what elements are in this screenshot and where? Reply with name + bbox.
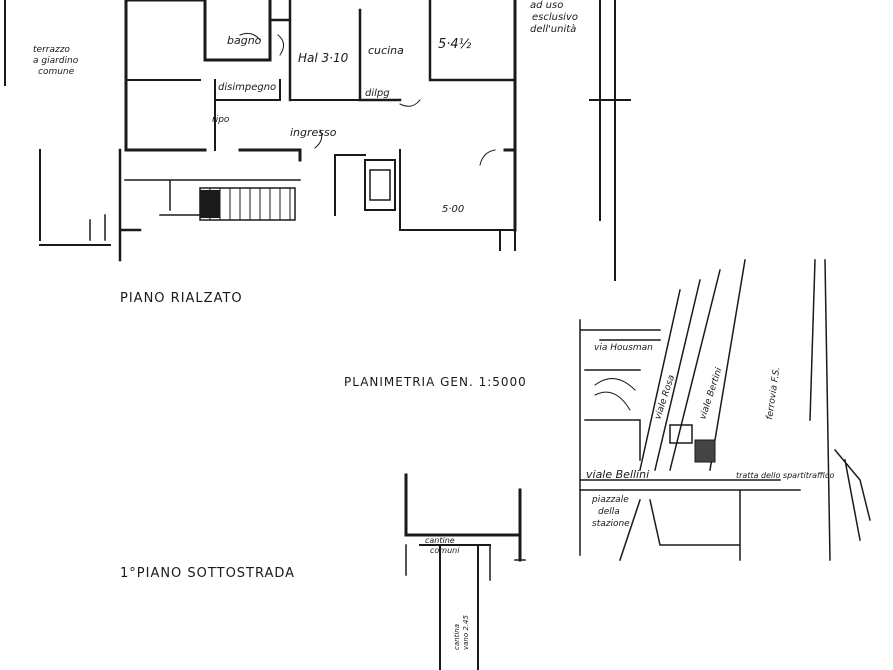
ground-floor-plan <box>4 0 631 281</box>
site-plan-heading: PLANIMETRIA GEN. 1:5000 <box>344 375 527 389</box>
svg-text:a giardino: a giardino <box>33 56 79 66</box>
street-rail: ferrovia F.S. <box>765 366 782 420</box>
site-plan-map <box>579 259 871 561</box>
svg-text:cantina: cantina <box>453 624 461 650</box>
svg-text:della: della <box>598 507 620 517</box>
room-label-small: ripo <box>212 115 230 125</box>
street-viale-diag1: viale Rosa <box>653 374 677 421</box>
svg-text:cantine: cantine <box>425 536 455 545</box>
street-viale-main: viale Bellini <box>586 468 649 481</box>
bottom-dimension: 5·00 <box>442 204 464 215</box>
room-label-kitchen: cucina <box>368 44 404 57</box>
room-label-storage: dilpg <box>365 88 390 99</box>
svg-text:piazzale: piazzale <box>591 495 629 505</box>
stair <box>199 187 296 221</box>
svg-text:dell'unità: dell'unità <box>530 23 576 35</box>
room-label-living: Hal 3·10 <box>298 51 349 65</box>
room-label-hallway: disimpegno <box>218 82 276 93</box>
basement-common-label: cantine comuni <box>425 536 460 555</box>
street-via-top: via Housman <box>594 343 653 353</box>
svg-text:comune: comune <box>38 67 75 77</box>
basement-cellar-label: cantina vano 2.45 <box>453 614 470 650</box>
street-viale-diag2: viale Bertini <box>698 366 724 421</box>
ground-floor-heading: PIANO RIALZATO <box>120 291 243 306</box>
basement-plan <box>404 473 526 670</box>
svg-text:vano 2.45: vano 2.45 <box>462 614 470 650</box>
svg-text:stazione: stazione <box>592 519 630 529</box>
room-label-bathroom: bagno <box>227 34 262 47</box>
station-square-label: piazzale della stazione <box>591 495 630 529</box>
kitchen-dimension: 5·4½ <box>438 37 472 52</box>
svg-text:comuni: comuni <box>430 546 460 555</box>
exclusive-use-note: ad uso esclusivo dell'unità <box>530 0 578 35</box>
svg-text:esclusivo: esclusivo <box>532 12 578 23</box>
svg-text:ad uso: ad uso <box>530 0 563 11</box>
terrace-note: terrazzo a giardino comune <box>33 45 79 77</box>
room-label-entrance: ingresso <box>290 126 337 139</box>
svg-text:terrazzo: terrazzo <box>33 45 70 55</box>
park-label: tratta dello spartitraffico <box>736 471 834 480</box>
basement-heading: 1°PIANO SOTTOSTRADA <box>120 566 295 581</box>
